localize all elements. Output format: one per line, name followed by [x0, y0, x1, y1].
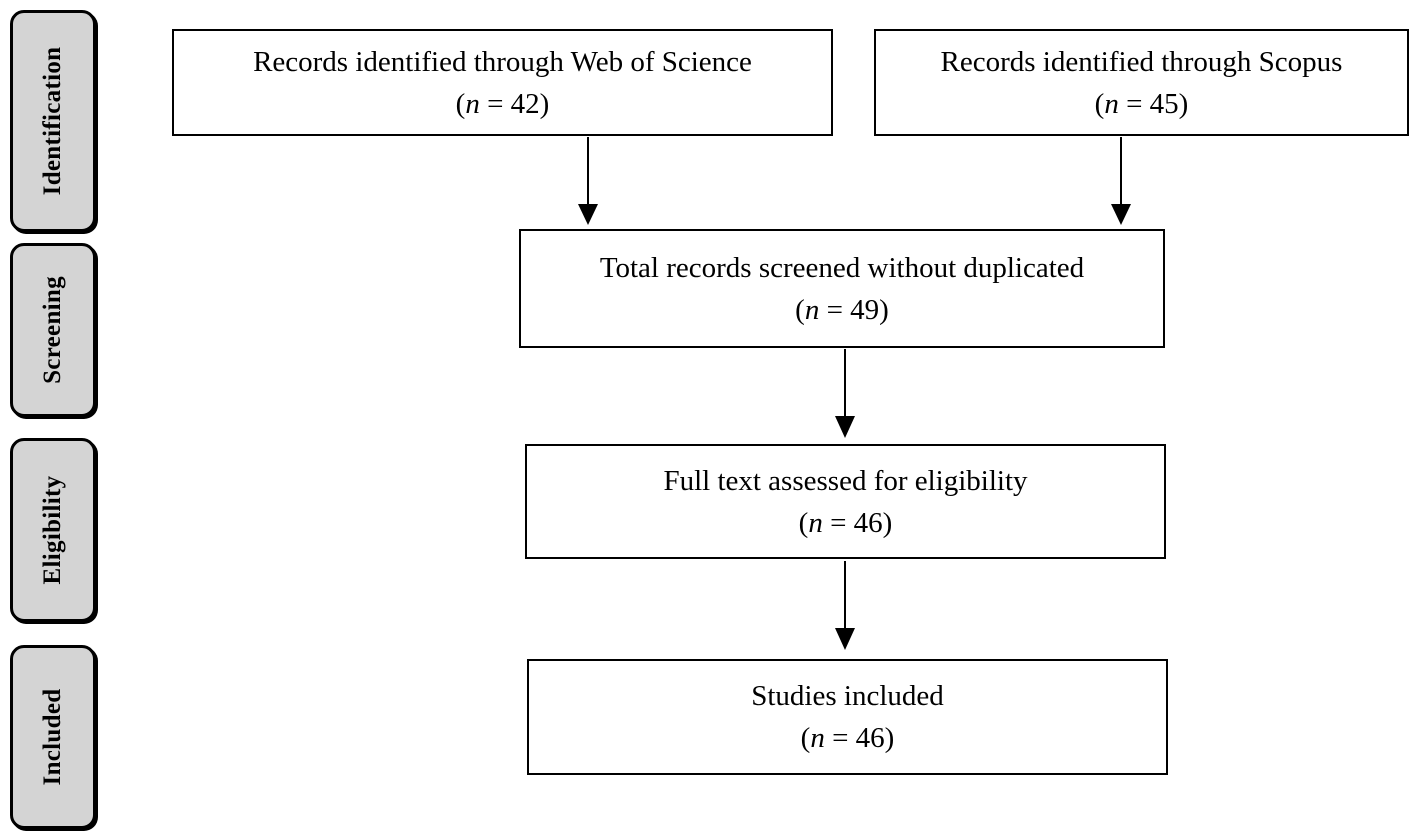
- arrow-fulltext-to-included: [835, 561, 855, 650]
- box-full-text-assessed-title: Full text assessed for eligibility: [663, 464, 1028, 497]
- box-web-of-science-count: (n = 42): [455, 87, 550, 120]
- stage-label-eligibility: Eligibility: [10, 438, 96, 622]
- stage-label-screening: Screening: [10, 243, 96, 417]
- stage-label-included: Included: [10, 645, 96, 829]
- box-scopus-title: Records identified through Scopus: [940, 45, 1343, 78]
- box-full-text-assessed: Full text assessed for eligibility (n = …: [525, 444, 1166, 559]
- arrow-screened-to-fulltext: [835, 349, 855, 438]
- box-studies-included-title: Studies included: [751, 680, 944, 712]
- box-studies-included-count: (n = 46): [800, 722, 895, 754]
- box-studies-included: Studies included (n = 46): [527, 659, 1168, 775]
- box-records-screened-count: (n = 49): [795, 293, 889, 326]
- box-web-of-science: Records identified through Web of Scienc…: [172, 29, 833, 136]
- arrow-scopus-to-screened: [1111, 137, 1131, 225]
- box-web-of-science-title: Records identified through Web of Scienc…: [253, 45, 752, 78]
- box-records-screened-title: Total records screened without duplicate…: [599, 251, 1085, 284]
- box-records-screened: Total records screened without duplicate…: [519, 229, 1165, 348]
- box-full-text-assessed-count: (n = 46): [798, 506, 893, 539]
- stage-label-identification: Identification: [10, 10, 96, 232]
- box-scopus: Records identified through Scopus (n = 4…: [874, 29, 1409, 136]
- arrow-wos-to-screened: [578, 137, 598, 225]
- box-scopus-count: (n = 45): [1094, 87, 1189, 120]
